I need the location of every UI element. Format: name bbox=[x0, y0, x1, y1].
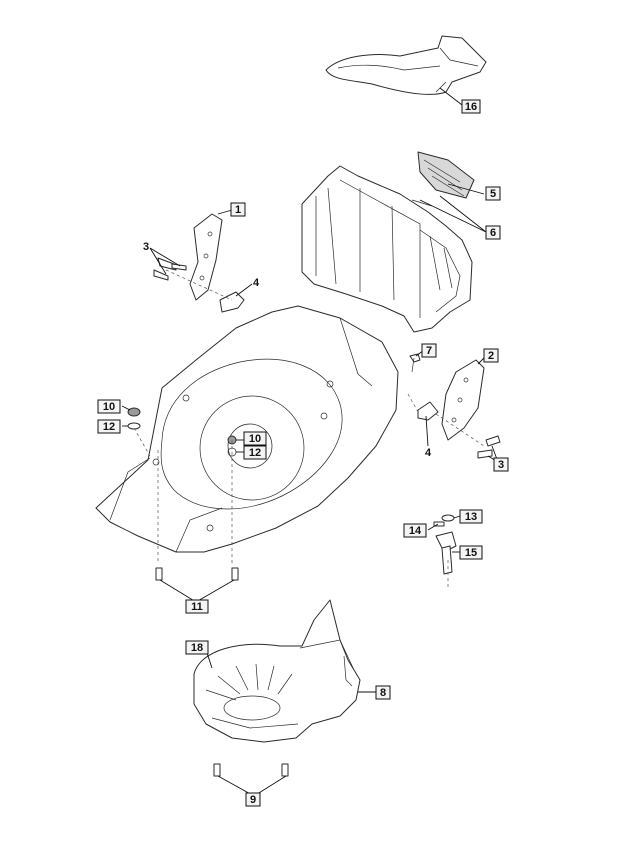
part-4-clip-left bbox=[219, 291, 245, 313]
svg-text:10: 10 bbox=[249, 433, 261, 445]
part-10-nut-left bbox=[127, 407, 141, 417]
callout-18: 18 bbox=[185, 640, 209, 655]
callout-15: 15 bbox=[459, 545, 483, 560]
svg-text:5: 5 bbox=[490, 188, 496, 200]
svg-text:15: 15 bbox=[465, 547, 477, 559]
svg-text:7: 7 bbox=[426, 345, 432, 357]
assembly-lines bbox=[133, 269, 485, 590]
callout-7: 7 bbox=[421, 343, 437, 358]
part-11-bolts bbox=[155, 567, 239, 581]
callout-13: 13 bbox=[459, 509, 483, 524]
svg-text:9: 9 bbox=[250, 794, 256, 806]
svg-text:1: 1 bbox=[235, 204, 241, 216]
part-1-left-bracket bbox=[189, 213, 223, 301]
part-5-grille bbox=[417, 151, 475, 199]
part-3-screws-left bbox=[153, 257, 187, 281]
svg-text:4: 4 bbox=[425, 447, 432, 459]
callout-1: 1 bbox=[230, 202, 246, 217]
svg-text:4: 4 bbox=[253, 277, 260, 289]
svg-text:10: 10 bbox=[103, 401, 115, 413]
part-13-washer bbox=[441, 514, 455, 522]
callout-5: 5 bbox=[485, 186, 501, 201]
part-2-right-bracket bbox=[441, 359, 485, 441]
svg-text:3: 3 bbox=[498, 459, 504, 471]
callout-16: 16 bbox=[461, 99, 481, 114]
svg-text:11: 11 bbox=[191, 601, 203, 613]
svg-text:3: 3 bbox=[143, 241, 149, 253]
part-7-screw bbox=[409, 353, 421, 373]
svg-text:12: 12 bbox=[249, 447, 261, 459]
svg-text:2: 2 bbox=[488, 350, 494, 362]
part-4-clip-right bbox=[417, 401, 439, 421]
svg-text:16: 16 bbox=[465, 101, 477, 113]
callout-12-center: 12 bbox=[243, 445, 267, 460]
svg-text:12: 12 bbox=[103, 421, 115, 433]
svg-text:14: 14 bbox=[409, 525, 422, 537]
svg-text:6: 6 bbox=[490, 227, 496, 239]
callout-10-left: 10 bbox=[97, 399, 121, 414]
callout-4-right: 4 bbox=[425, 447, 432, 459]
callout-10-center: 10 bbox=[243, 431, 267, 446]
callout-2: 2 bbox=[483, 348, 499, 363]
svg-text:8: 8 bbox=[380, 687, 386, 699]
callout-6: 6 bbox=[485, 225, 501, 240]
callout-3-left: 3 bbox=[143, 241, 149, 253]
callout-3-right: 3 bbox=[493, 457, 509, 472]
callout-8: 8 bbox=[375, 685, 391, 700]
mower-deck bbox=[95, 305, 399, 553]
callout-4-left: 4 bbox=[253, 277, 260, 289]
svg-text:18: 18 bbox=[191, 642, 203, 654]
callout-12-left: 12 bbox=[97, 419, 121, 434]
svg-text:13: 13 bbox=[465, 511, 477, 523]
part-16-top-cover bbox=[325, 35, 487, 95]
part-3-screws-right bbox=[477, 435, 501, 459]
part-6-chute-housing bbox=[301, 165, 473, 333]
part-8-lower-housing bbox=[193, 599, 361, 743]
callout-9: 9 bbox=[245, 792, 261, 807]
callout-14: 14 bbox=[403, 523, 427, 538]
callout-11: 11 bbox=[185, 599, 209, 614]
part-15-axle bbox=[435, 531, 457, 575]
part-9-screws bbox=[213, 763, 289, 777]
